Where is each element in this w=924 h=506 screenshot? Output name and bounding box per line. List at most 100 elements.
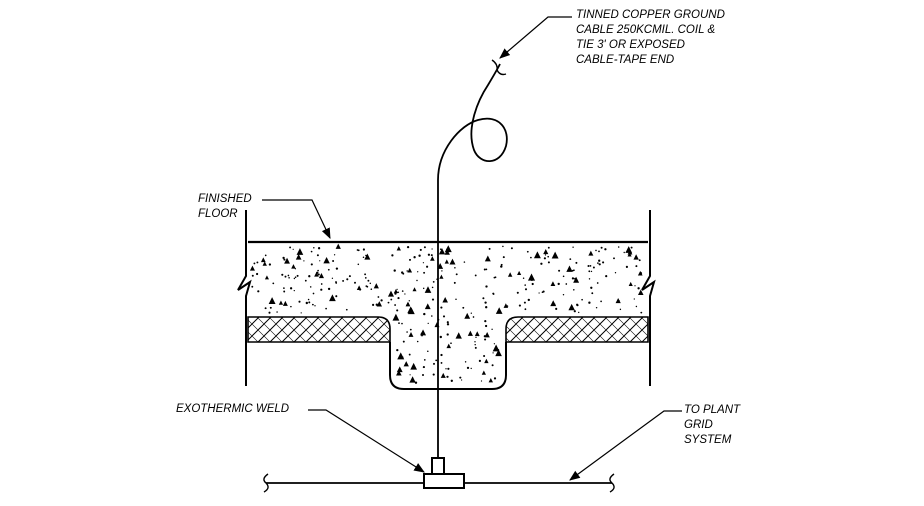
aggregate-stone — [438, 248, 446, 255]
aggregate-dot — [462, 306, 465, 309]
aggregate-dot — [483, 268, 486, 271]
aggregate-dot — [446, 321, 449, 324]
aggregate-dot — [327, 287, 331, 291]
aggregate-dot — [581, 298, 583, 301]
aggregate-stone — [440, 372, 446, 378]
aggregate-dot — [422, 262, 425, 264]
aggregate-dot — [524, 288, 528, 291]
aggregate-dot — [423, 271, 426, 274]
aggregate-dot — [466, 366, 470, 370]
aggregate-dot — [459, 376, 462, 379]
aggregate-dot — [309, 286, 312, 288]
cable-break-mark — [491, 59, 507, 76]
aggregate-dot — [359, 288, 362, 291]
aggregate-dot — [491, 364, 494, 367]
aggregate-dot — [455, 298, 457, 301]
aggregate-dot — [446, 333, 449, 336]
finished-floor-note: FINISHED FLOOR — [198, 192, 252, 222]
aggregate-dot — [416, 279, 418, 282]
exothermic-weld-stem — [431, 457, 445, 475]
aggregate-dot — [578, 311, 580, 314]
aggregate-dot — [630, 246, 633, 249]
aggregate-dot — [597, 262, 599, 264]
aggregate-dot — [464, 361, 467, 363]
aggregate-dot — [427, 253, 431, 256]
aggregate-dot — [485, 285, 488, 288]
aggregate-dot — [332, 260, 335, 262]
aggregate-dot — [600, 300, 602, 303]
aggregate-stone — [314, 271, 319, 277]
aggregate-dot — [327, 268, 330, 271]
aggregate-stone — [533, 251, 541, 259]
aggregate-dot — [562, 275, 565, 278]
aggregate-dot — [404, 293, 406, 295]
aggregate-stone — [474, 331, 480, 337]
aggregate-dot — [281, 273, 284, 276]
aggregate-stone — [488, 377, 494, 383]
aggregate-stone — [376, 301, 382, 307]
aggregate-dot — [600, 246, 603, 249]
aggregate-dot — [422, 366, 425, 369]
aggregate-dot — [543, 257, 546, 260]
aggregate-stone — [278, 300, 284, 305]
aggregate-stone — [449, 258, 456, 265]
aggregate-stone — [503, 303, 509, 308]
plant-grid-note-line: TO PLANT — [684, 404, 741, 416]
aggregate-dot — [335, 267, 339, 270]
aggregate-dot — [362, 248, 365, 251]
aggregate-stone — [430, 256, 435, 261]
aggregate-dot — [472, 316, 475, 318]
aggregate-dot — [446, 375, 449, 378]
aggregate-dot — [540, 262, 543, 265]
aggregate-stone — [550, 300, 557, 307]
aggregate-dot — [442, 315, 446, 318]
aggregate-dot — [396, 348, 399, 352]
aggregate-dot — [287, 274, 290, 277]
aggregate-stone — [455, 332, 462, 339]
aggregate-dot — [558, 269, 561, 272]
aggregate-dot — [623, 251, 625, 254]
aggregate-dot — [423, 359, 426, 361]
aggregate-dot — [491, 328, 493, 331]
aggregate-stone — [446, 343, 452, 349]
aggregate-dot — [450, 342, 452, 345]
aggregate-dot — [573, 310, 576, 313]
aggregate-dot — [439, 335, 442, 339]
aggregate-stone — [295, 254, 302, 260]
aggregate-dot — [293, 277, 296, 280]
leader-finished-floor — [262, 199, 331, 239]
aggregate-stone — [566, 265, 573, 272]
aggregate-stone — [568, 303, 575, 311]
aggregate-dot — [470, 312, 472, 314]
aggregate-dot — [500, 263, 503, 266]
aggregate-dot — [571, 277, 575, 280]
aggregate-dot — [283, 258, 286, 261]
aggregate-dot — [575, 261, 578, 264]
aggregate-dot — [393, 269, 396, 272]
aggregate-dot — [427, 350, 429, 352]
aggregate-dot — [440, 306, 443, 309]
aggregate-dot — [527, 298, 530, 302]
ground-cable-note-line: TINNED COPPER GROUND — [576, 9, 725, 21]
aggregate-stone — [323, 256, 330, 264]
aggregate-stone — [495, 307, 503, 314]
aggregate-stone — [507, 272, 513, 277]
aggregate-dot — [502, 256, 505, 259]
aggregate-dot — [303, 260, 305, 262]
aggregate-dot — [430, 254, 433, 257]
aggregate-stone — [296, 248, 304, 255]
aggregate-dot — [640, 311, 643, 314]
aggregate-stone — [335, 243, 341, 249]
aggregate-dot — [500, 265, 503, 268]
plant-grid-note: TO PLANT GRID SYSTEM — [684, 403, 740, 448]
aggregate-dot — [502, 245, 504, 248]
aggregate-dot — [587, 264, 590, 268]
finished-floor-note-line: FLOOR — [198, 208, 238, 220]
aggregate-dot — [454, 267, 456, 269]
aggregate-dot — [396, 309, 399, 312]
aggregate-stone — [318, 272, 325, 279]
aggregate-dot — [294, 276, 297, 278]
aggregate-dot — [401, 271, 404, 274]
aggregate-dot — [557, 282, 560, 286]
